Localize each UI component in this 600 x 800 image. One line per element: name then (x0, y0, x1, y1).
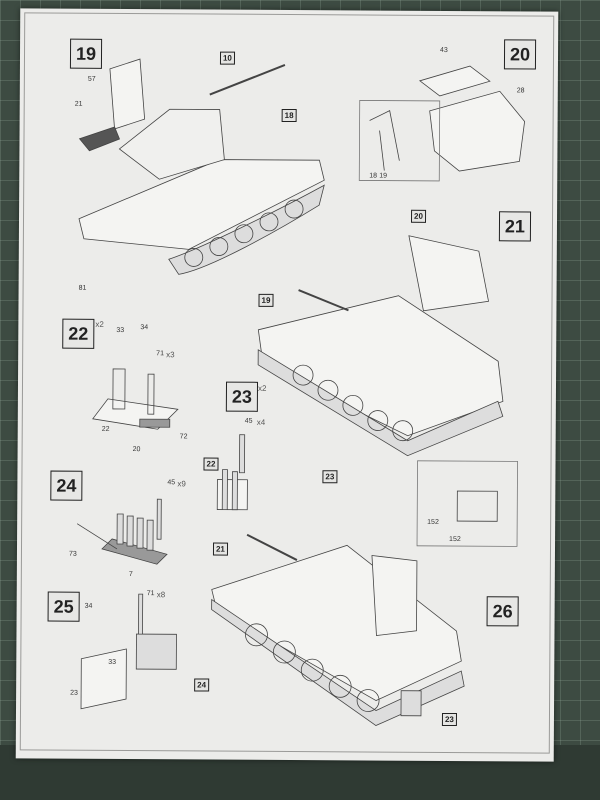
ammo-box-step25 (80, 593, 177, 710)
qty-x4: x4 (256, 417, 266, 427)
step-21-label: 21 (498, 211, 532, 242)
step-23-label: 23 (225, 381, 259, 412)
part-43-callout: 43 (440, 46, 448, 54)
part-33-callout: 33 (116, 326, 125, 335)
part-22-box-callout: 22 (203, 457, 219, 471)
ammo-rack-step22 (92, 368, 179, 430)
part-34b-callout: 34 (84, 602, 93, 610)
step-25-label: 25 (47, 591, 80, 622)
qty-x2-step23: x2 (257, 383, 267, 393)
part-22-callout: 22 (101, 425, 110, 433)
part-72-callout: 72 (179, 433, 188, 441)
part-19-callout: 19 (258, 293, 274, 307)
part-45-callout: 45 (244, 417, 253, 425)
part-81-callout: 81 (78, 284, 87, 292)
qty-x9: x9 (177, 479, 186, 489)
part-45b-callout: 45 (167, 479, 176, 487)
step-24-label: 24 (50, 470, 83, 501)
part-33b-callout: 33 (108, 658, 117, 666)
part-23-box-callout: 23 (322, 470, 338, 484)
part-20b-callout: 20 (132, 446, 141, 454)
part-7-callout: 7 (128, 571, 133, 579)
step-19-label: 19 (69, 38, 103, 69)
part-24-box-callout: 24 (194, 678, 210, 692)
part-18b-callout: 18 (369, 172, 378, 180)
part-71b-callout: 71 (146, 590, 155, 598)
part-73-callout: 73 (68, 550, 77, 558)
qty-x2-step22: x2 (95, 319, 104, 329)
part-19b-callout: 19 (379, 172, 388, 180)
part-23b-callout: 23 (70, 689, 78, 697)
shell-rack-step24 (76, 498, 168, 565)
step-22-label: 22 (62, 318, 95, 349)
part-10-callout: 10 (219, 51, 235, 65)
part-20-callout: 20 (410, 209, 426, 223)
part-152b-callout: 152 (449, 535, 461, 544)
part-18-callout: 18 (281, 108, 297, 123)
tank-hull-step19 (78, 58, 325, 275)
part-28-callout: 28 (516, 87, 525, 95)
assembly-drawings (76, 58, 526, 727)
part-152a-callout: 152 (427, 518, 439, 526)
part-21-callout: 21 (74, 100, 83, 108)
qty-x3: x3 (166, 350, 175, 360)
shell-cluster-step23 (216, 434, 248, 511)
tank-hull-step21 (257, 235, 504, 457)
step-26-label: 26 (486, 596, 519, 627)
part-23-box2-callout: 23 (441, 712, 457, 727)
instruction-sheet: 19 20 21 22 23 24 25 26 10 57 21 18 81 4… (15, 8, 559, 762)
part-34-callout: 34 (140, 324, 149, 332)
tank-hull-step26 (211, 460, 518, 727)
rear-plate-step20 (358, 65, 526, 182)
step-20-label: 20 (503, 39, 537, 70)
part-21b-callout: 21 (212, 542, 228, 556)
qty-x8: x8 (156, 590, 166, 600)
part-71-callout: 71 (156, 350, 165, 358)
part-57-callout: 57 (87, 75, 96, 83)
